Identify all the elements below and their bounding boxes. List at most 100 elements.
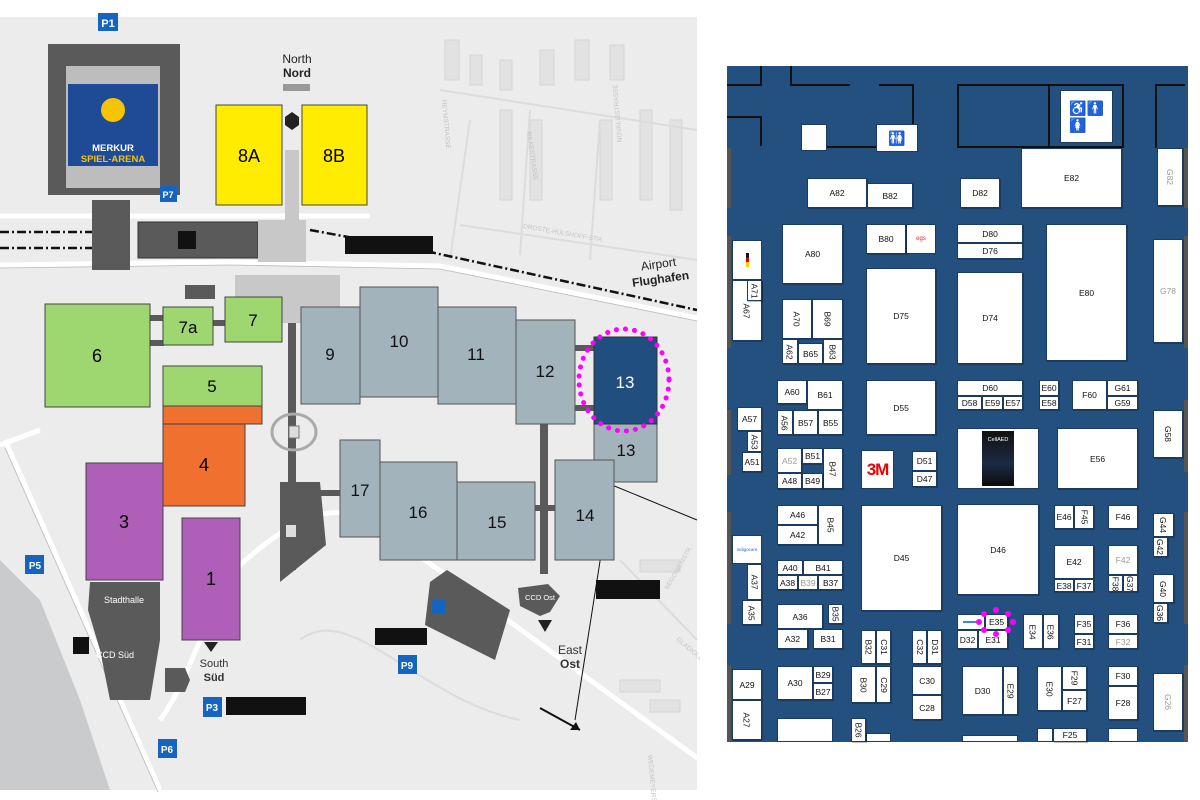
booth-e58[interactable]: E58 <box>1039 396 1059 410</box>
booth-b57[interactable]: B57 <box>793 410 818 435</box>
booth-g58[interactable]: G58 <box>1153 410 1183 458</box>
hall-11[interactable]: 11 <box>437 306 517 405</box>
merkur-spiel-arena[interactable]: MERKUR SPIEL-ARENA <box>48 44 180 195</box>
booth-f29[interactable]: F29 <box>1062 666 1087 690</box>
booth-f35[interactable]: F35 <box>1074 614 1094 634</box>
hall-12[interactable]: 12 <box>515 319 576 425</box>
booth-f28[interactable]: F28 <box>1108 686 1138 720</box>
booth-b37[interactable]: B37 <box>818 575 843 590</box>
booth-d60[interactable]: D60 <box>957 380 1023 396</box>
parking-garage[interactable] <box>425 570 510 660</box>
booth-d51[interactable]: D51 <box>912 451 937 471</box>
booth-a60[interactable]: A60 <box>777 380 807 404</box>
booth-b29[interactable]: B29 <box>813 666 833 683</box>
booth-e30[interactable]: E30 <box>1037 666 1062 711</box>
booth-a56[interactable]: A56 <box>777 410 793 435</box>
booth-f36[interactable]: F36 <box>1108 614 1138 634</box>
booth-d46[interactable]: D46 <box>957 504 1039 595</box>
booth-d74[interactable]: D74 <box>957 272 1023 364</box>
booth-d45[interactable]: D45 <box>861 505 942 611</box>
booth-a82[interactable]: A82 <box>807 178 867 208</box>
parking-p7-sign[interactable] <box>160 186 177 202</box>
booth-b82[interactable]: B82 <box>867 183 913 208</box>
booth-a42[interactable]: A42 <box>777 525 818 545</box>
booth-g36[interactable]: G36 <box>1153 603 1168 623</box>
booth-d80[interactable]: D80 <box>957 224 1023 243</box>
hall-4[interactable]: 4 <box>162 423 246 507</box>
booth-g37[interactable]: G37 <box>1123 575 1138 592</box>
booth-g61[interactable]: G61 <box>1107 380 1138 396</box>
parking-p1-sign[interactable] <box>98 13 118 31</box>
booth-e42[interactable]: E42 <box>1054 545 1094 579</box>
booth-a40[interactable]: A40 <box>777 560 803 575</box>
booth-b51[interactable]: B51 <box>802 448 823 464</box>
hall-14[interactable]: 14 <box>554 459 615 561</box>
booth-a29[interactable]: A29 <box>732 669 762 700</box>
hall-6[interactable]: 6 <box>44 303 151 408</box>
hall-17[interactable]: 17 <box>339 439 381 538</box>
logo-booth-e35-adjacent[interactable] <box>957 614 985 630</box>
booth-a36[interactable]: A36 <box>777 604 823 629</box>
hall-1[interactable]: 1 <box>181 517 241 641</box>
hall-3[interactable]: 3 <box>85 462 164 581</box>
booth-b39[interactable]: B39 <box>798 575 818 590</box>
booth-a32[interactable]: A32 <box>777 629 808 649</box>
cellaed-booth[interactable]: CellAED <box>957 428 1039 489</box>
booth-b27[interactable]: B27 <box>813 683 833 700</box>
booth-b49[interactable]: B49 <box>802 473 823 489</box>
booth-f27[interactable]: F27 <box>1062 690 1087 711</box>
booth-b69[interactable]: B69 <box>812 299 843 339</box>
booth-b30[interactable]: B30 <box>851 666 876 703</box>
booth-g59[interactable]: G59 <box>1107 396 1138 410</box>
booth-c31[interactable]: C31 <box>876 630 891 664</box>
ccd-ost-building[interactable] <box>518 584 560 616</box>
booth-a46[interactable]: A46 <box>777 505 818 525</box>
booth-f25[interactable]: F25 <box>1053 728 1087 742</box>
parking-p5-sign[interactable] <box>25 555 44 574</box>
booth-b65[interactable]: B65 <box>798 343 823 364</box>
booth-b55[interactable]: B55 <box>818 410 843 435</box>
booth-d31[interactable]: D31 <box>927 630 942 664</box>
booth-e60[interactable]: E60 <box>1039 380 1059 396</box>
booth-d76[interactable]: D76 <box>957 243 1023 259</box>
booth-d47[interactable]: D47 <box>912 471 937 487</box>
booth-g42[interactable]: G42 <box>1153 537 1168 557</box>
hall-16[interactable]: 16 <box>379 461 458 561</box>
booth-f32[interactable]: F32 <box>1108 634 1138 649</box>
booth-a62[interactable]: A62 <box>782 339 798 364</box>
u-bahn-station[interactable] <box>137 221 259 259</box>
hall-8b[interactable]: 8B <box>301 104 368 206</box>
unlabeled-booth[interactable] <box>801 124 827 151</box>
booth-d75[interactable]: D75 <box>866 268 936 364</box>
booth-b41[interactable]: B41 <box>803 560 843 575</box>
unlabeled-booth[interactable] <box>866 733 891 742</box>
booth-d55[interactable]: D55 <box>866 380 936 435</box>
hall-13[interactable]: 13 <box>593 336 658 425</box>
booth-a30[interactable]: A30 <box>777 666 813 700</box>
booth-c28[interactable]: C28 <box>912 695 942 720</box>
unlabeled-booth[interactable] <box>777 718 833 742</box>
booth-a37[interactable]: A37 <box>747 564 762 600</box>
parking-p3-sign[interactable] <box>203 697 222 717</box>
indigocare-booth[interactable]: indigocare <box>732 535 762 564</box>
booth-f37[interactable]: F37 <box>1074 579 1094 592</box>
booth-a48[interactable]: A48 <box>777 473 802 489</box>
booth-f38[interactable]: F38 <box>1108 575 1123 592</box>
hall-7[interactable]: 7 <box>224 296 283 343</box>
booth-f45[interactable]: F45 <box>1074 505 1094 529</box>
unlabeled-booth[interactable] <box>1108 728 1138 742</box>
booth-f31[interactable]: F31 <box>1074 634 1094 649</box>
booth-a70[interactable]: A70 <box>782 299 812 339</box>
booth-c32[interactable]: C32 <box>912 630 927 664</box>
booth-e31[interactable]: E31 <box>978 630 1008 649</box>
booth-f42[interactable]: F42 <box>1108 545 1138 575</box>
hall-7a[interactable]: 7a <box>162 306 214 346</box>
booth-b61[interactable]: B61 <box>807 380 843 410</box>
parking-p6-sign[interactable] <box>158 739 177 758</box>
booth-e35[interactable]: E35 <box>985 614 1008 630</box>
booth-e57[interactable]: E57 <box>1003 396 1023 410</box>
unlabeled-booth[interactable] <box>962 735 1018 742</box>
booth-e80[interactable]: E80 <box>1046 224 1127 361</box>
booth-e82[interactable]: E82 <box>1021 148 1122 208</box>
hall-15[interactable]: 15 <box>456 481 536 561</box>
